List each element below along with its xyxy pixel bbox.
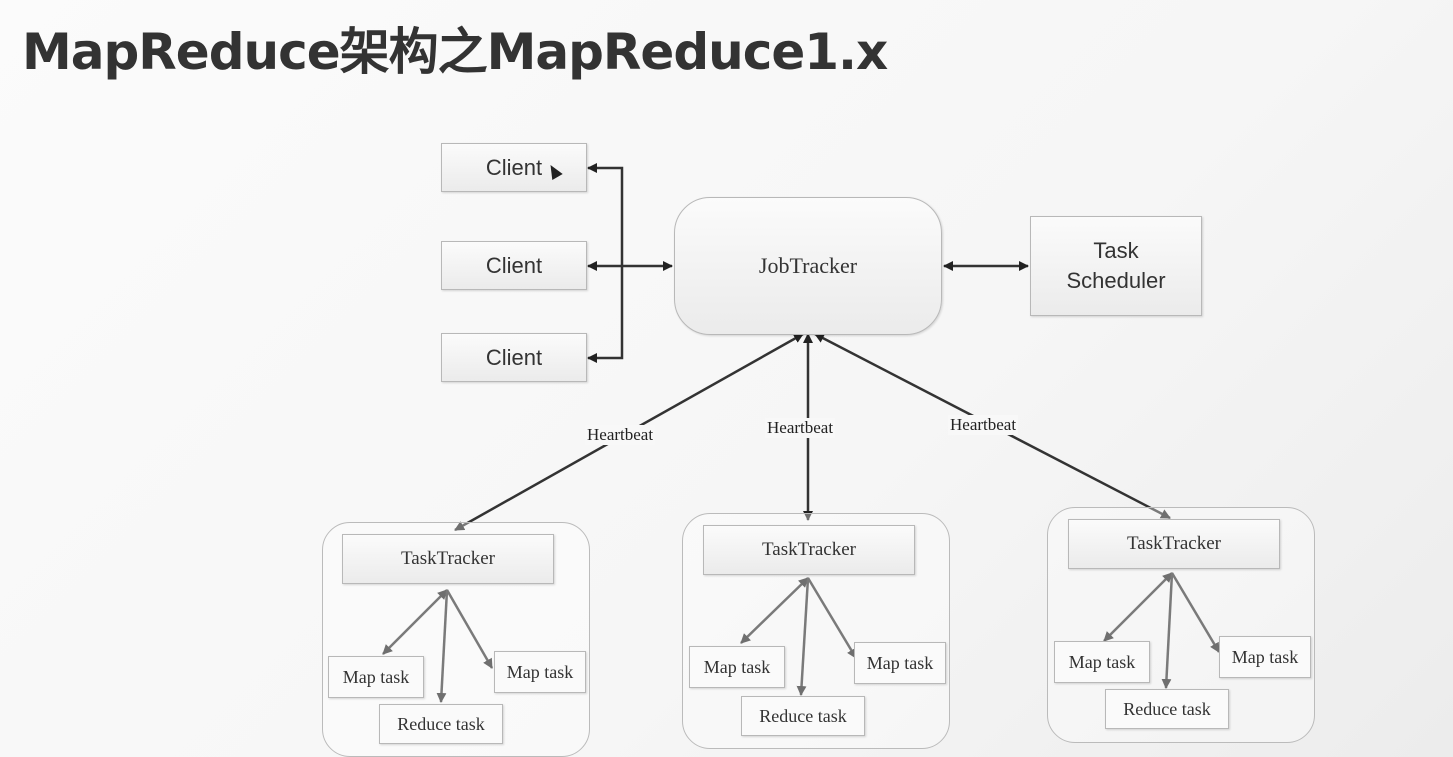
map-task-right-3: Map task <box>1219 636 1311 678</box>
map-task-left-2: Map task <box>689 646 785 688</box>
tasktracker-box-1: TaskTracker <box>342 534 554 584</box>
heartbeat-label-3: Heartbeat <box>948 415 1019 435</box>
map-task-right-1: Map task <box>494 651 586 693</box>
client-box-1: Client <box>441 143 587 192</box>
client-box-3: Client <box>441 333 587 382</box>
heartbeat-label-1: Heartbeat <box>585 425 656 445</box>
page-title: MapReduce架构之MapReduce1.x <box>22 23 888 81</box>
map-task-left-3: Map task <box>1054 641 1150 683</box>
reduce-task-1: Reduce task <box>379 704 503 744</box>
task-scheduler-box: Task Scheduler <box>1030 216 1202 316</box>
tasktracker-box-3: TaskTracker <box>1068 519 1280 569</box>
jobtracker-box: JobTracker <box>674 197 942 335</box>
task-scheduler-line1: Task <box>1093 238 1139 263</box>
map-task-left-1: Map task <box>328 656 424 698</box>
map-task-right-2: Map task <box>854 642 946 684</box>
client-box-2: Client <box>441 241 587 290</box>
reduce-task-3: Reduce task <box>1105 689 1229 729</box>
tasktracker-box-2: TaskTracker <box>703 525 915 575</box>
client-bus-line <box>587 163 624 363</box>
reduce-task-2: Reduce task <box>741 696 865 736</box>
heartbeat-label-2: Heartbeat <box>765 418 836 438</box>
task-scheduler-line2: Scheduler <box>1066 268 1166 293</box>
